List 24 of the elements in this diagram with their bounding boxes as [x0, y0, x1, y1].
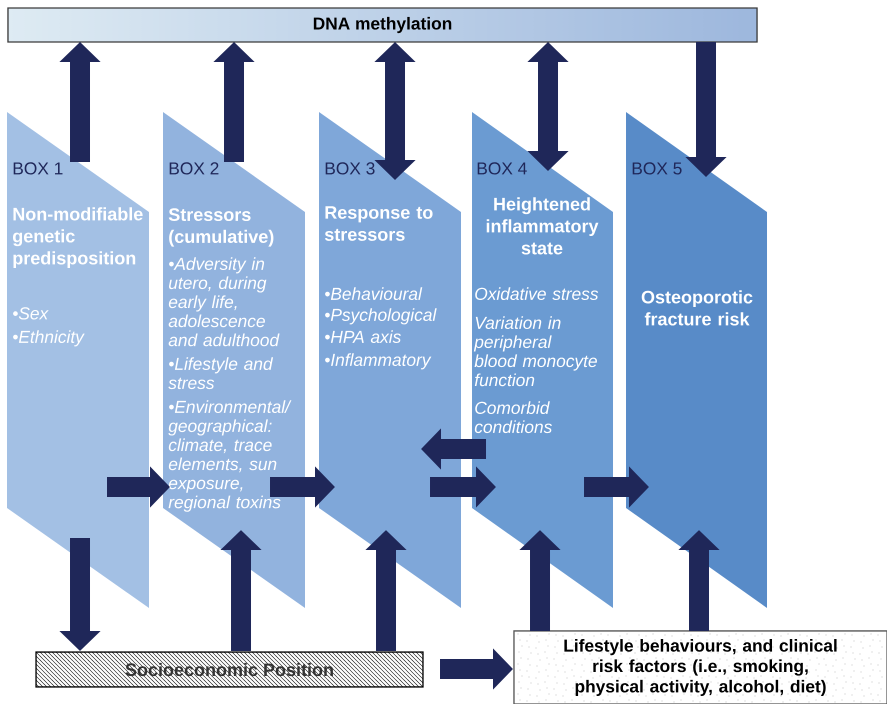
bullet-item: •Psychological: [325, 308, 437, 324]
bullet-item: •Environmental/ geographical: climate, trace elements, sun exposure, regional toxins: [168, 400, 292, 512]
bullet-item: •Inflammatory: [325, 353, 432, 370]
banner-box: DNA methylation: [7, 7, 758, 43]
bullet-item: •Ethnicity: [13, 330, 85, 346]
bullet-item: Variation in peripheral blood monocyte function: [474, 316, 597, 386]
box-label: BOX 3: [326, 162, 375, 175]
bullet-item: •Sex: [13, 307, 49, 320]
box-heading: Response to stressors: [324, 206, 433, 241]
box-label: BOX 2: [170, 162, 218, 175]
bullet-item: Oxidative stress: [475, 287, 598, 300]
box-heading: Heightened inflammatory state: [486, 197, 598, 254]
box-label: BOX 1: [14, 162, 62, 175]
box-heading: Osteoporotic fracture risk: [642, 290, 752, 326]
box-label: BOX 4: [478, 162, 527, 175]
bullet-item: •Lifestyle and stress: [168, 357, 274, 390]
bullet-item: •Behavioural: [325, 287, 422, 300]
box-heading: Stressors (cumulative): [168, 208, 274, 247]
bullet-item: •Adversity in utero, during early life, adolescence and adulthood: [168, 257, 280, 346]
box-heading: Non-modifiable genetic predisposition: [13, 207, 143, 268]
bullet-item: •HPA axis: [325, 330, 401, 343]
bullet-item: Comorbid conditions: [474, 401, 552, 434]
dotted-box: Lifestyle behaviours, and clinical risk factors (i.e., smoking, physical activity, alcohol, diet): [513, 630, 887, 704]
box-label: BOX 5: [632, 162, 682, 175]
